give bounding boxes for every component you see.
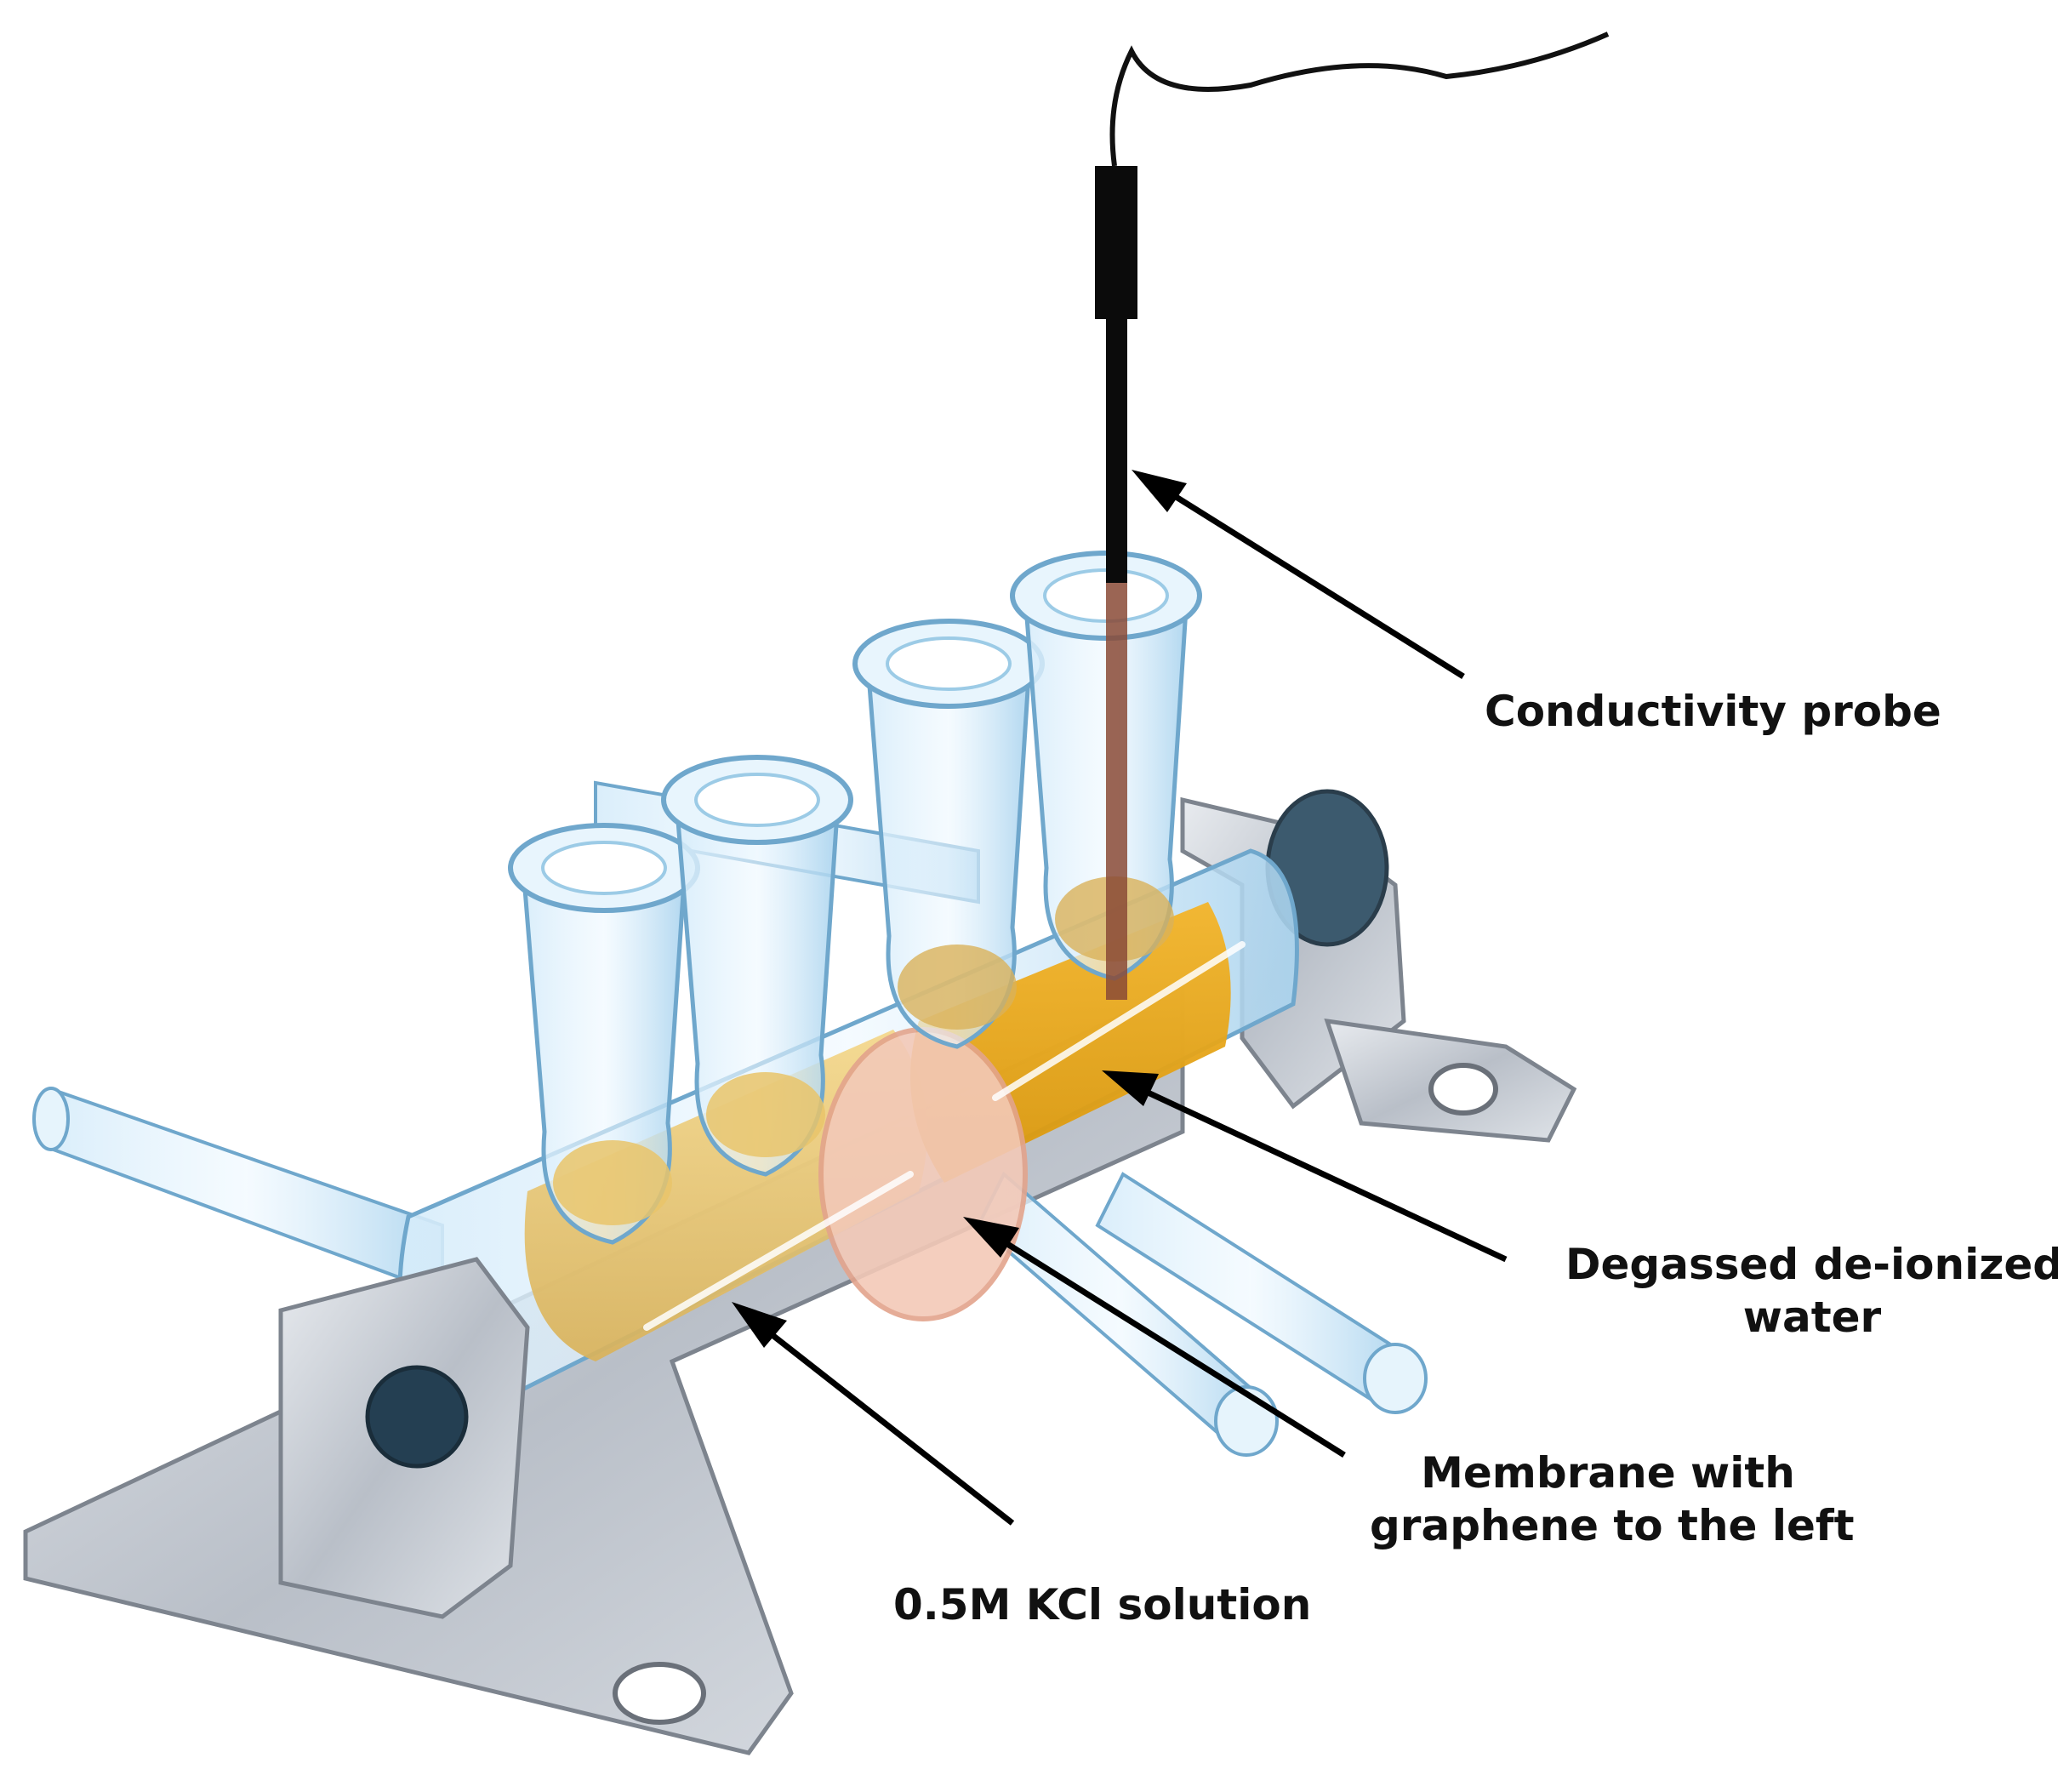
label-conductivity-probe: Conductivity probe <box>1485 687 1941 736</box>
label-kcl-solution: 0.5M KCl solution <box>893 1580 1312 1629</box>
label-membrane-line2: graphene to the left <box>1370 1501 1855 1550</box>
diffusion-cell-body <box>397 848 1299 1415</box>
sampling-tube-2 <box>661 755 853 1177</box>
label-membrane: Membrane with graphene to the left <box>1370 1447 1855 1552</box>
arrow-conductivity-probe <box>1132 470 1465 679</box>
arrow-kcl-solution <box>732 1302 1015 1526</box>
sampling-tube-1 <box>508 823 700 1245</box>
label-degassed-water: Degassed de-ionized water <box>1565 1238 2058 1344</box>
label-degassed-water-line1: Degassed de-ionized <box>1565 1240 2058 1289</box>
membrane-disc <box>818 1027 1028 1321</box>
label-degassed-water-line2: water <box>1742 1293 1882 1342</box>
conductivity-probe <box>1095 31 1610 1000</box>
kcl-solution-chamber <box>524 1030 927 1361</box>
left-metal-clamp <box>278 1257 530 1619</box>
arrow-degassed-water <box>1102 1070 1508 1263</box>
label-membrane-line1: Membrane with <box>1421 1448 1795 1498</box>
arrow-membrane <box>963 1217 1346 1458</box>
sampling-tube-3 <box>852 619 1045 1049</box>
pointer-arrows <box>732 470 1508 1526</box>
